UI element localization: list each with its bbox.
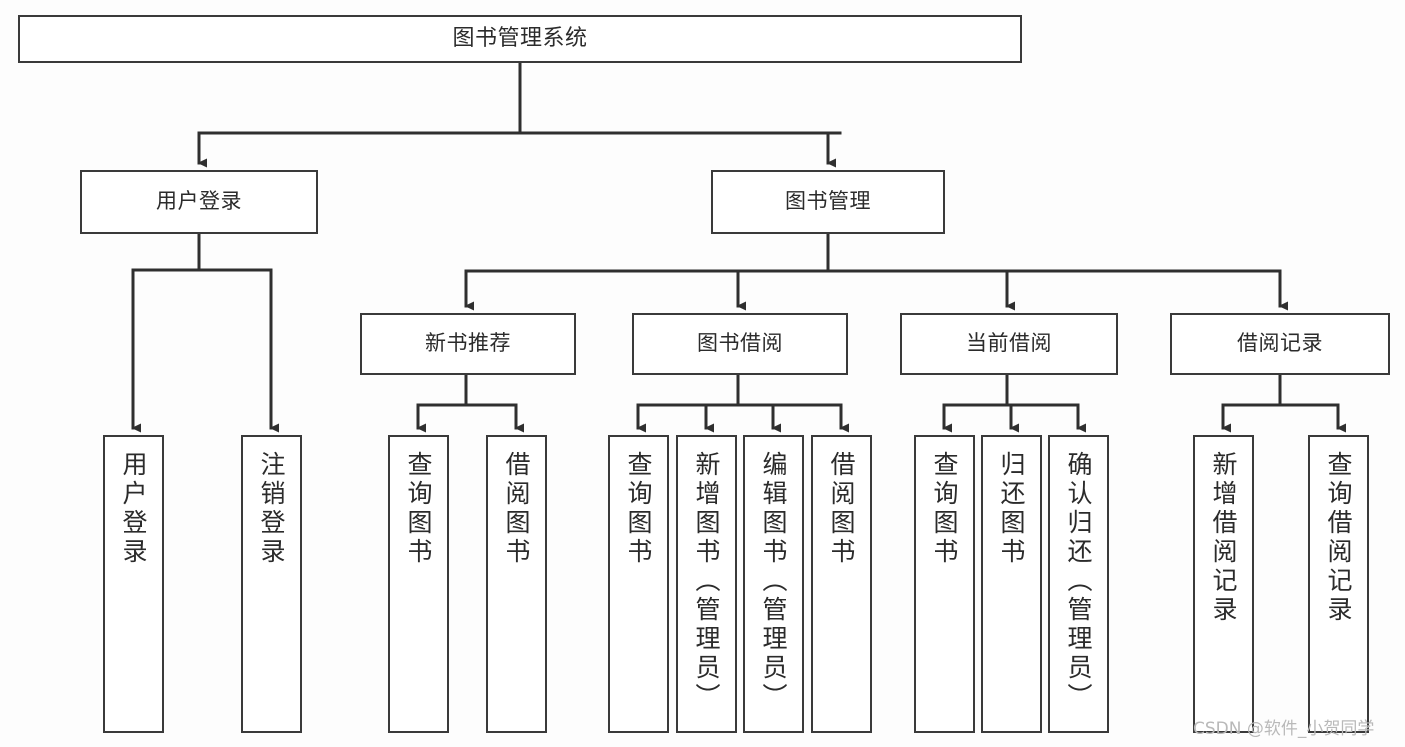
node-leaf-confirm-return-label: 确认归还（管理员） [1064, 451, 1093, 712]
node-leaf-borrow-book-2[interactable]: 借阅图书 [811, 435, 872, 733]
node-leaf-query-book-1-label: 查询图书 [404, 451, 433, 567]
node-book-borrow-label: 图书借阅 [697, 331, 783, 356]
node-leaf-query-book-3-label: 查询图书 [930, 451, 959, 567]
node-leaf-borrow-book-2-label: 借阅图书 [827, 451, 856, 567]
node-new-book-rec-label: 新书推荐 [425, 331, 511, 356]
node-book-manage-label: 图书管理 [785, 189, 871, 214]
node-current-borrow-label: 当前借阅 [966, 331, 1052, 356]
node-leaf-return-book[interactable]: 归还图书 [981, 435, 1042, 733]
node-leaf-edit-book[interactable]: 编辑图书（管理员） [743, 435, 804, 733]
node-leaf-user-logout[interactable]: 注销登录 [241, 435, 302, 733]
node-leaf-user-login[interactable]: 用户登录 [103, 435, 164, 733]
node-leaf-edit-book-label: 编辑图书（管理员） [759, 451, 788, 712]
node-leaf-borrow-book-1[interactable]: 借阅图书 [486, 435, 547, 733]
node-leaf-query-book-3[interactable]: 查询图书 [914, 435, 975, 733]
node-leaf-add-record-label: 新增借阅记录 [1209, 451, 1238, 625]
node-leaf-query-record[interactable]: 查询借阅记录 [1308, 435, 1369, 733]
node-user-login-label: 用户登录 [156, 189, 242, 214]
csdn-watermark: CSDN @软件_小贺同学 [1193, 719, 1375, 739]
node-root-label: 图书管理系统 [452, 25, 588, 51]
node-root[interactable]: 图书管理系统 [18, 15, 1022, 63]
node-leaf-borrow-book-1-label: 借阅图书 [502, 451, 531, 567]
node-leaf-user-logout-label: 注销登录 [257, 451, 286, 567]
node-leaf-query-book-2[interactable]: 查询图书 [608, 435, 669, 733]
node-leaf-add-book-label: 新增图书（管理员） [692, 451, 721, 712]
node-new-book-rec[interactable]: 新书推荐 [360, 313, 576, 375]
node-book-manage[interactable]: 图书管理 [711, 170, 945, 234]
node-leaf-add-record[interactable]: 新增借阅记录 [1193, 435, 1254, 733]
node-leaf-user-login-label: 用户登录 [119, 451, 148, 567]
node-leaf-return-book-label: 归还图书 [997, 451, 1026, 567]
node-leaf-query-book-2-label: 查询图书 [624, 451, 653, 567]
node-leaf-query-record-label: 查询借阅记录 [1324, 451, 1353, 625]
node-current-borrow[interactable]: 当前借阅 [900, 313, 1118, 375]
node-leaf-query-book-1[interactable]: 查询图书 [388, 435, 449, 733]
node-leaf-confirm-return[interactable]: 确认归还（管理员） [1048, 435, 1109, 733]
node-leaf-add-book[interactable]: 新增图书（管理员） [676, 435, 737, 733]
node-book-borrow[interactable]: 图书借阅 [632, 313, 848, 375]
node-borrow-record-label: 借阅记录 [1237, 331, 1323, 356]
node-user-login[interactable]: 用户登录 [80, 170, 318, 234]
node-borrow-record[interactable]: 借阅记录 [1170, 313, 1390, 375]
